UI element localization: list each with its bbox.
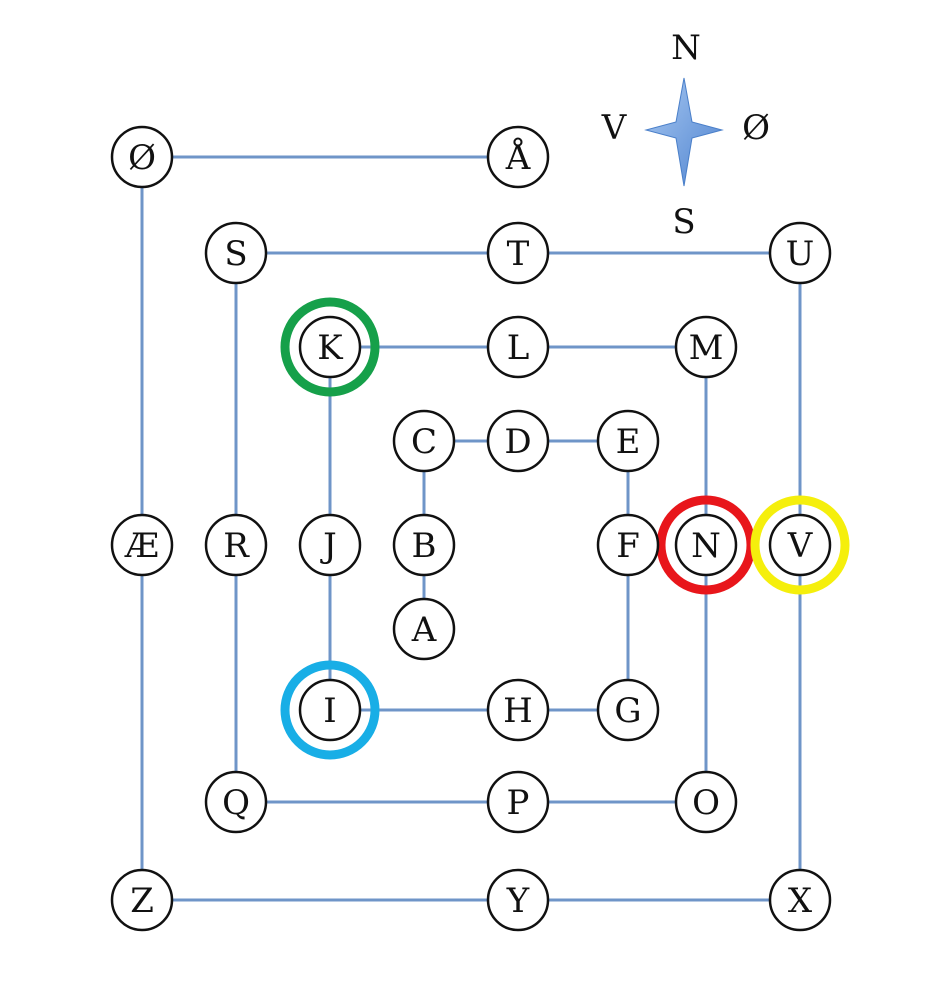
node-e: E (596, 409, 660, 473)
node-circle (204, 770, 268, 834)
node-label: A (411, 610, 437, 650)
highlight-ring-i (280, 660, 380, 760)
compass-north-label: N (671, 28, 701, 68)
node-circle (768, 221, 832, 285)
node-label: J (320, 526, 337, 566)
node-label: Ø (128, 138, 156, 178)
node-label: O (692, 783, 720, 823)
highlight-ring-v (750, 495, 850, 595)
compass-south-label: S (672, 202, 695, 242)
node-p: P (486, 770, 550, 834)
node-label: M (689, 328, 724, 368)
node-label: B (412, 526, 437, 566)
node-label: K (317, 328, 343, 368)
node-label: D (504, 422, 531, 462)
node-circle (674, 770, 738, 834)
node-t: T (486, 221, 550, 285)
node-circle (486, 868, 550, 932)
highlights-layer (280, 297, 850, 760)
node-x: X (768, 868, 832, 932)
node-label: V (787, 526, 814, 566)
node-label: Å (505, 137, 531, 178)
node-label: S (224, 234, 247, 274)
node-z: Z (110, 868, 174, 932)
node-circle (298, 315, 362, 379)
node-label: H (503, 691, 533, 731)
node-g: G (596, 678, 660, 742)
node-circle (298, 678, 362, 742)
compass-rose: N S V Ø (601, 28, 770, 242)
node-k: K (298, 315, 362, 379)
node-circle (486, 125, 550, 189)
node-circle (110, 125, 174, 189)
node-r: R (204, 513, 268, 577)
node-circle (110, 868, 174, 932)
node-ae: Æ (110, 513, 174, 577)
node-d: D (486, 409, 550, 473)
node-circle (596, 678, 660, 742)
compass-east-label: Ø (742, 108, 770, 148)
node-a: A (392, 597, 456, 661)
node-label: E (616, 422, 641, 462)
nodes-layer: Ø Å S T U K L M C D E Æ R J B F N V A I H G Q P O Z Y X (110, 125, 832, 932)
node-label: T (507, 234, 530, 274)
node-circle (768, 513, 832, 577)
node-s: S (204, 221, 268, 285)
node-circle (392, 597, 456, 661)
node-circle (486, 221, 550, 285)
node-circle (392, 409, 456, 473)
node-label: N (691, 526, 721, 566)
node-circle (392, 513, 456, 577)
node-label: F (616, 526, 640, 566)
node-circle (204, 221, 268, 285)
node-o: O (674, 770, 738, 834)
compass-star-icon (644, 77, 724, 187)
node-h: H (486, 678, 550, 742)
node-label: R (223, 526, 250, 566)
node-label: C (411, 422, 437, 462)
node-m: M (674, 315, 738, 379)
node-circle (486, 770, 550, 834)
node-f: F (596, 513, 660, 577)
node-circle (768, 868, 832, 932)
node-label: P (507, 783, 530, 823)
compass-west-label: V (601, 108, 628, 148)
node-circle (596, 409, 660, 473)
node-circle (486, 409, 550, 473)
node-q: Q (204, 770, 268, 834)
node-i: I (298, 678, 362, 742)
node-circle (486, 315, 550, 379)
node-label: G (614, 691, 641, 731)
highlight-ring-k (280, 297, 380, 397)
node-oe: Ø (110, 125, 174, 189)
node-y: Y (486, 868, 550, 932)
node-label: X (788, 881, 813, 921)
node-label: Z (130, 881, 154, 921)
node-b: B (392, 513, 456, 577)
node-n: N (674, 513, 738, 577)
node-j: J (298, 513, 362, 577)
node-label: Q (222, 783, 250, 823)
node-label: Y (506, 881, 530, 921)
node-circle (298, 513, 362, 577)
node-u: U (768, 221, 832, 285)
node-l: L (486, 315, 550, 379)
node-circle (204, 513, 268, 577)
node-circle (674, 513, 738, 577)
node-aa: Å (486, 125, 550, 189)
node-circle (596, 513, 660, 577)
node-label: Æ (124, 526, 159, 566)
node-label: I (323, 691, 336, 731)
node-v: V (768, 513, 832, 577)
node-c: C (392, 409, 456, 473)
node-circle (110, 513, 174, 577)
node-label: U (786, 234, 815, 274)
node-circle (674, 315, 738, 379)
node-label: L (507, 328, 530, 368)
node-circle (486, 678, 550, 742)
